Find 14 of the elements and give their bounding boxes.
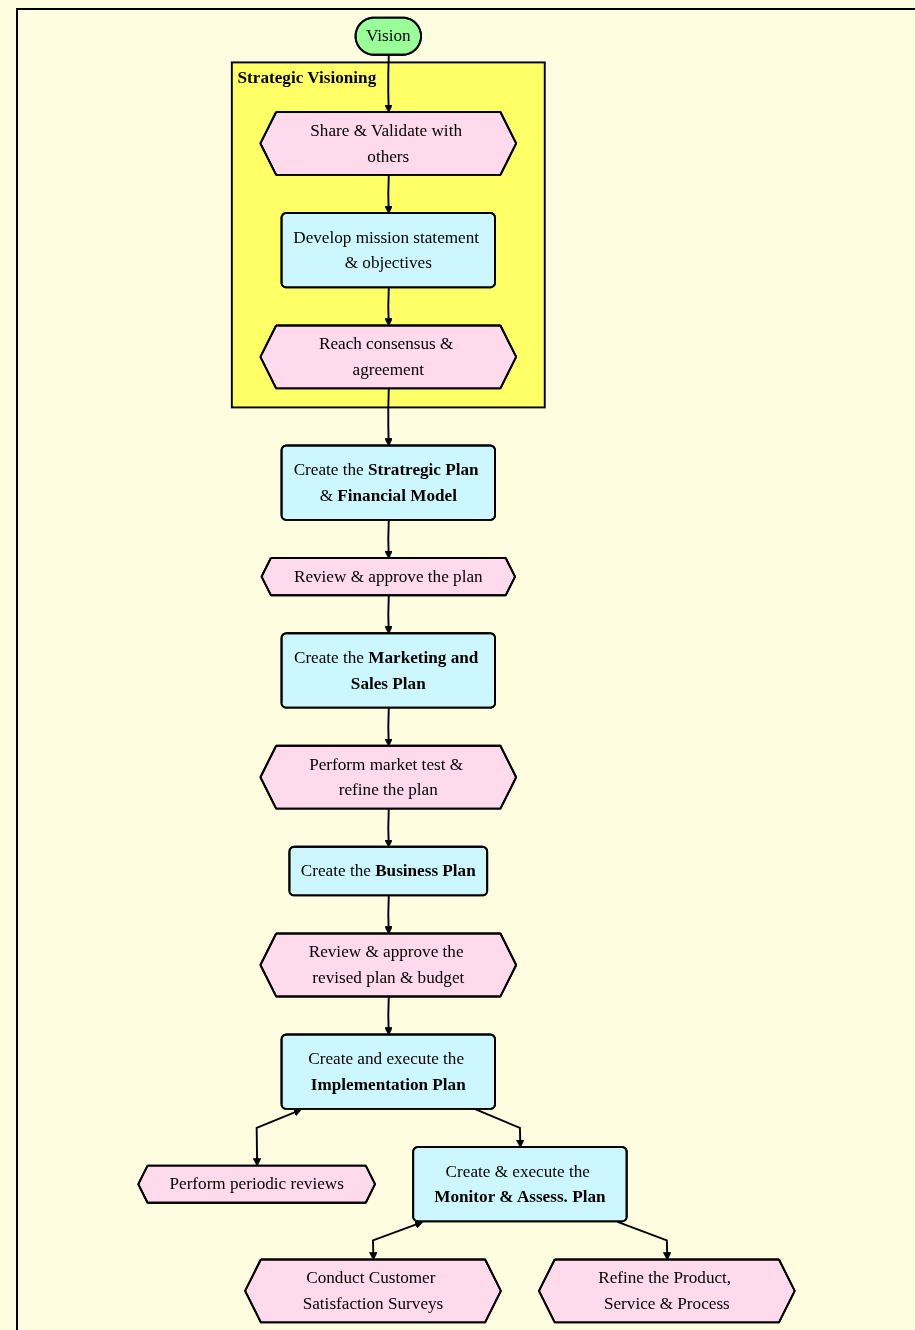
- arrow: [384, 707, 393, 747]
- arrow: [384, 387, 393, 447]
- arrow: [384, 174, 393, 214]
- arrow: [384, 995, 393, 1036]
- arrow: [384, 519, 393, 559]
- arrow: [384, 286, 393, 327]
- arrow: [369, 1220, 424, 1261]
- arrow: [384, 894, 393, 935]
- arrow: [474, 1108, 525, 1148]
- arrow: [616, 1220, 672, 1261]
- arrow: [384, 594, 393, 635]
- arrow: [384, 808, 393, 848]
- arrow: [384, 54, 393, 113]
- arrow: [252, 1108, 302, 1167]
